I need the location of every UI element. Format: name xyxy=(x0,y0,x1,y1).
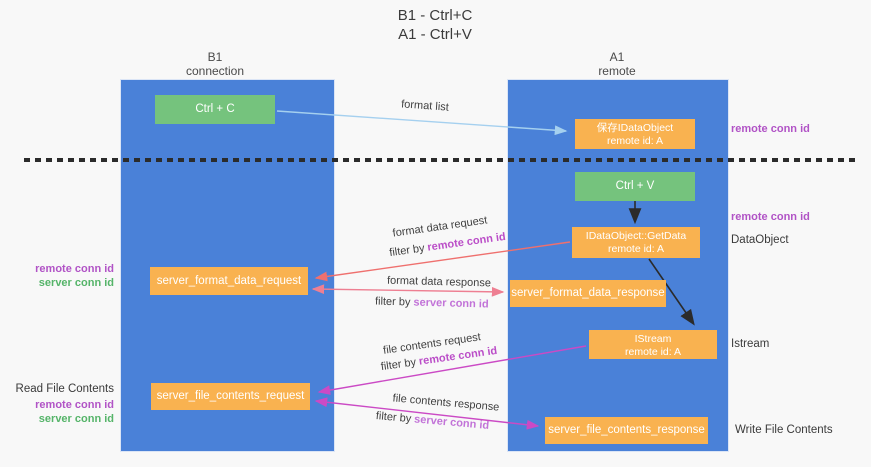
node-server-format-data-response: server_format_data_response xyxy=(510,280,666,307)
annotation-read-file-contents: Read File Contents xyxy=(15,383,114,395)
lane-b1-subtitle: connection xyxy=(185,64,245,78)
node-istream-line2: remote id: A xyxy=(624,346,682,358)
filter-prefix: filter by xyxy=(380,356,417,374)
annotation-remote-conn-id-top: remote conn id xyxy=(731,123,810,135)
filter-key-server-conn-id: server conn id xyxy=(413,413,490,432)
lane-a1-subtitle: remote xyxy=(598,64,636,78)
arrow-format-data-response xyxy=(311,284,505,297)
node-server-file-contents-response: server_file_contents_response xyxy=(545,417,708,444)
edge-label-format-data-response: format data response xyxy=(386,274,492,290)
filter-prefix: filter by xyxy=(375,410,412,426)
annotation-remote-conn-id-left-1: remote conn id xyxy=(35,263,114,275)
annotation-server-conn-id-left-1: server conn id xyxy=(38,277,114,289)
node-save-idataobject-line1: 保存IDataObject xyxy=(596,122,674,134)
node-istream: IStream remote id: A xyxy=(589,330,717,359)
lane-header-b1: B1 connection xyxy=(145,50,285,78)
filter-key-remote-conn-id: remote conn id xyxy=(426,230,507,254)
title-line-2: A1 - Ctrl+V xyxy=(398,26,472,43)
node-server-format-data-request: server_format_data_request xyxy=(150,267,308,295)
title-line-1: B1 - Ctrl+C xyxy=(397,7,473,24)
node-idataobject-getdata-line2: remote id: A xyxy=(607,243,665,255)
annotation-write-file-contents: Write File Contents xyxy=(735,424,833,436)
lane-header-a1: A1 remote xyxy=(547,50,687,78)
node-ctrl-c: Ctrl + C xyxy=(155,95,275,124)
node-server-file-contents-request: server_file_contents_request xyxy=(151,383,310,410)
filter-key-server-conn-id: server conn id xyxy=(413,296,489,311)
annotation-server-conn-id-left-2: server conn id xyxy=(38,413,114,425)
node-idataobject-getdata-line1: IDataObject::GetData xyxy=(585,230,687,242)
node-istream-line1: IStream xyxy=(634,333,672,345)
edge-label-file-contents-response: file contents response xyxy=(392,392,500,414)
filter-prefix: filter by xyxy=(374,295,411,309)
annotation-dataobject: DataObject xyxy=(731,234,789,246)
node-save-idataobject: 保存IDataObject remote id: A xyxy=(575,119,695,149)
annotation-istream: Istream xyxy=(731,338,770,350)
node-save-idataobject-line2: remote id: A xyxy=(606,135,664,147)
edge-label-format-list: format list xyxy=(400,98,450,114)
lane-a1-title: A1 xyxy=(609,50,625,64)
node-ctrl-v: Ctrl + V xyxy=(575,172,695,201)
node-idataobject-getdata: IDataObject::GetData remote id: A xyxy=(572,227,700,258)
filter-prefix: filter by xyxy=(388,242,426,260)
annotation-remote-conn-id-mid: remote conn id xyxy=(731,211,810,223)
lane-b1-title: B1 xyxy=(207,50,223,64)
annotation-remote-conn-id-left-2: remote conn id xyxy=(35,399,114,411)
diagram-title: B1 - Ctrl+C A1 - Ctrl+V xyxy=(335,6,535,44)
